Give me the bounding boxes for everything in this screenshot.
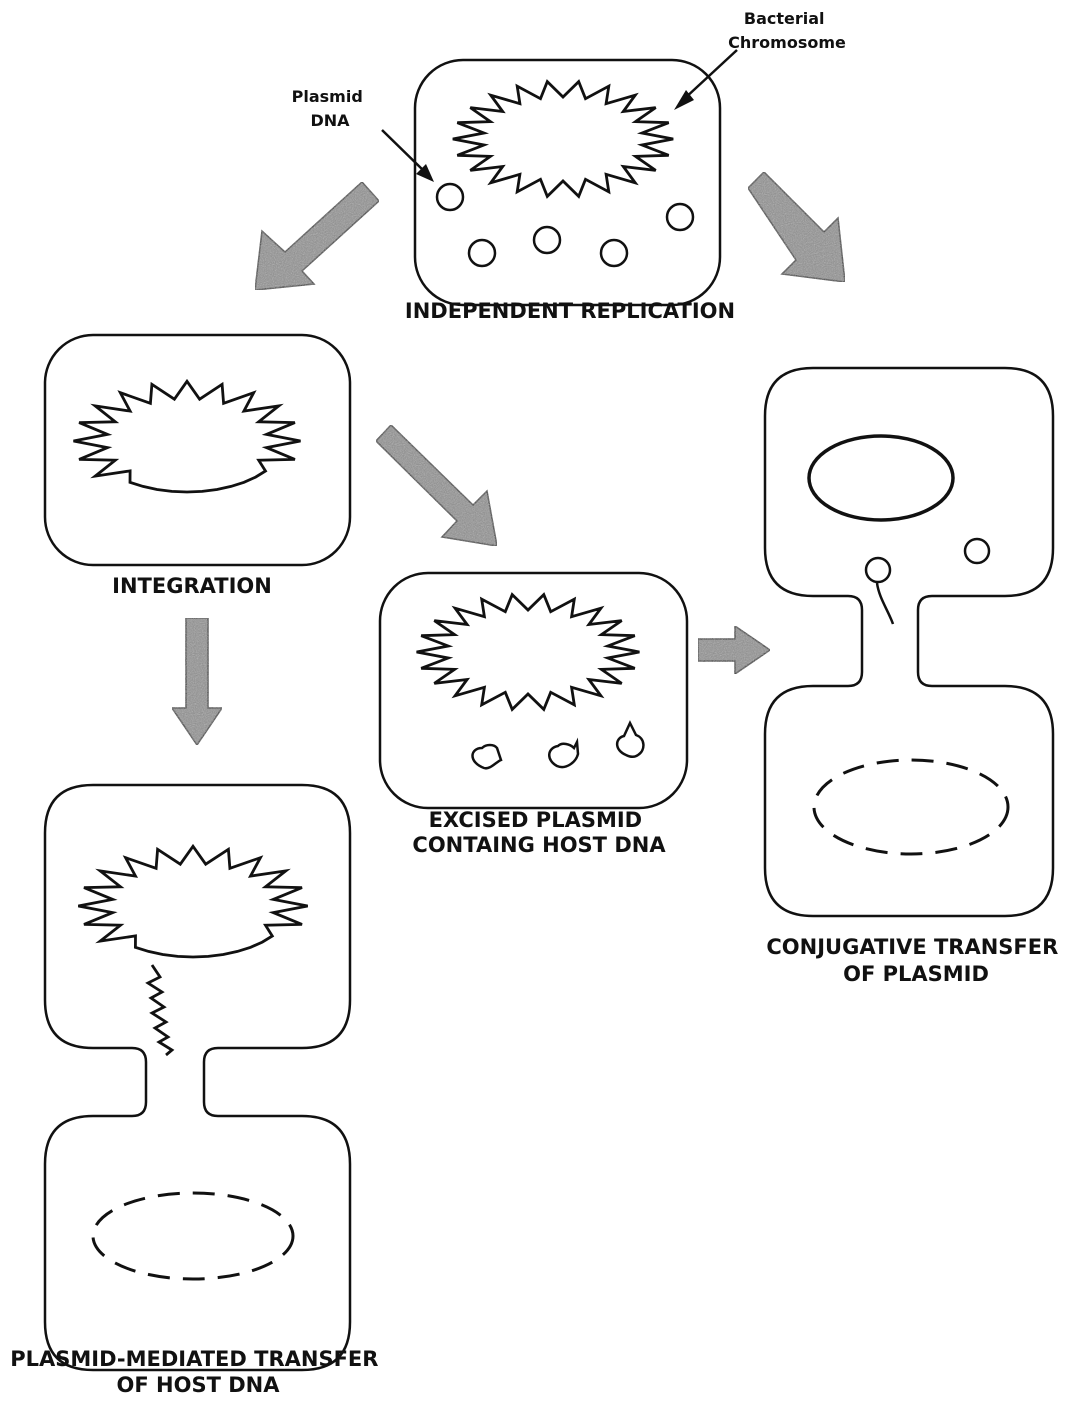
excised-plasmid [471,743,503,770]
plasmid-dna-label: Plasmid DNA [292,87,369,130]
excised-plasmid [548,737,580,769]
plasmid-circle [435,182,465,212]
flow-arrow-to-mediated-transfer [170,617,224,747]
independent-replication-cell [413,58,722,307]
plasmid-circle [532,225,562,255]
caption-conjugative-transfer: CONJUGATIVE TRANSFER OF PLASMID [766,935,1065,986]
caption-excised-plasmid: EXCISED PLASMID CONTAING HOST DNA [412,808,666,857]
mediated-transfer-cells [43,783,352,1372]
integration-cell [43,333,352,567]
transferring-host-dna-strand [145,964,175,1057]
cell-wall [413,58,722,307]
caption-integration: INTEGRATION [112,574,272,598]
transferring-plasmid [864,556,892,584]
flow-arrow-to-excision [374,423,498,547]
chromosome-with-integrated-plasmid [78,843,308,959]
chromosome-pointer-arrow [674,49,738,110]
plasmid-circle [665,202,695,232]
cell-wall [43,333,352,567]
cell-wall [378,571,689,810]
plasmid-circle [963,537,991,565]
excised-plasmid-cell [378,571,689,810]
recipient-chromosome [91,1191,295,1281]
caption-independent-replication: INDEPENDENT REPLICATION [405,299,735,323]
plasmid-circle [599,238,629,268]
excised-plasmid [615,720,645,759]
plasmid-strand [875,582,895,625]
chromosome-with-integrated-plasmid [73,378,301,494]
bacterial-chromosome [416,592,640,712]
mating-pair-outline [43,783,352,1372]
flow-arrow-to-integration [254,180,381,291]
plasmid-circle [467,238,497,268]
conjugating-cells [763,366,1055,918]
recipient-chromosome [812,758,1010,856]
mating-pair-outline [763,366,1055,918]
flow-arrow-to-conjugation [747,170,846,283]
flow-arrow-to-conjugative-transfer [697,624,772,676]
bacterial-chromosome [452,79,674,199]
donor-chromosome [807,434,955,522]
bacterial-chromosome-label: Bacterial Chromosome [728,9,846,52]
caption-plasmid-mediated-transfer: PLASMID-MEDIATED TRANSFER OF HOST DNA [10,1347,386,1397]
plasmid-pointer-arrow [381,129,434,182]
